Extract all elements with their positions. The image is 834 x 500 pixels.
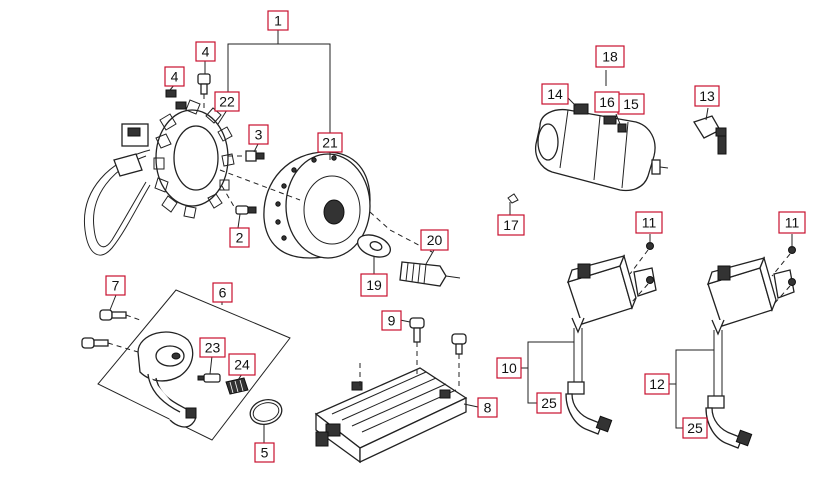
callout-1: 1 (267, 10, 289, 31)
svg-text:1: 1 (274, 13, 282, 29)
stator-part (83, 99, 235, 256)
svg-text:23: 23 (205, 340, 221, 356)
screw-3 (228, 150, 265, 162)
callout-12: 12 (644, 373, 670, 395)
svg-text:21: 21 (322, 135, 338, 151)
svg-text:10: 10 (501, 360, 517, 376)
bolt-7-lower (81, 337, 139, 353)
callout-24: 24 (228, 353, 256, 376)
svg-text:17: 17 (503, 217, 519, 233)
svg-text:18: 18 (602, 49, 618, 65)
starter-motor-14 (534, 103, 669, 192)
svg-text:25: 25 (541, 395, 557, 411)
callout-25-right: 25 (682, 417, 708, 439)
callout-11-right: 11 (778, 211, 806, 234)
assembly-1-bracket (227, 30, 331, 134)
svg-text:9: 9 (388, 313, 396, 329)
callout-16: 16 (594, 91, 620, 113)
svg-text:19: 19 (366, 277, 382, 293)
bolt-7 (99, 309, 141, 321)
screw-2 (221, 185, 257, 215)
svg-text:12: 12 (649, 376, 665, 392)
svg-text:16: 16 (599, 94, 615, 110)
svg-text:11: 11 (642, 215, 657, 231)
svg-text:4: 4 (171, 69, 179, 85)
pickup-coil-part (137, 331, 197, 428)
callout-7: 7 (105, 275, 126, 296)
svg-text:8: 8 (484, 400, 492, 416)
sensor-13 (693, 115, 727, 155)
callout-11-left: 11 (635, 211, 663, 234)
svg-text:13: 13 (699, 88, 715, 104)
callout-22: 22 (214, 91, 240, 112)
svg-text:25: 25 (687, 420, 703, 436)
screw-9 (409, 317, 467, 390)
callout-14: 14 (541, 83, 569, 105)
regulator-module-8 (314, 362, 468, 464)
o-ring-5 (249, 399, 283, 425)
svg-text:15: 15 (623, 96, 639, 112)
callout-8: 8 (477, 397, 498, 418)
svg-text:2: 2 (236, 230, 244, 246)
svg-text:22: 22 (219, 94, 235, 110)
callout-2: 2 (229, 227, 250, 248)
callout-19: 19 (360, 273, 388, 297)
svg-text:24: 24 (234, 357, 250, 373)
callout-17: 17 (497, 214, 525, 236)
svg-text:4: 4 (202, 44, 210, 60)
callout-13: 13 (694, 85, 720, 107)
callout-23: 23 (199, 337, 226, 358)
ignition-coil-12 (705, 246, 796, 449)
callout-9: 9 (381, 310, 402, 331)
callout-15: 15 (617, 93, 645, 115)
svg-text:11: 11 (785, 215, 800, 231)
callout-21: 21 (317, 132, 343, 153)
ignition-coil-10 (565, 242, 657, 435)
washer-19 (357, 234, 391, 258)
svg-text:5: 5 (261, 445, 269, 461)
flywheel-bolt-20 (399, 261, 461, 287)
svg-text:3: 3 (255, 127, 263, 143)
clip-17 (507, 193, 519, 204)
flywheel-part (219, 151, 433, 259)
callout-18: 18 (595, 45, 625, 68)
bolt-4-upper (197, 73, 211, 108)
callout-6: 6 (212, 282, 233, 303)
callout-20: 20 (420, 229, 449, 251)
callout-10: 10 (496, 357, 522, 379)
spacer-23 (197, 373, 221, 383)
svg-text:14: 14 (547, 86, 563, 102)
callout-25-left: 25 (536, 392, 562, 414)
washer-4-lower (165, 89, 187, 110)
callout-4-upper: 4 (195, 41, 216, 62)
svg-text:20: 20 (427, 232, 443, 248)
svg-text:6: 6 (219, 285, 227, 301)
connector-24 (225, 377, 249, 395)
svg-text:7: 7 (112, 278, 120, 294)
callout-4-lower: 4 (164, 66, 185, 87)
callout-5: 5 (254, 442, 275, 463)
callout-3: 3 (248, 124, 269, 145)
